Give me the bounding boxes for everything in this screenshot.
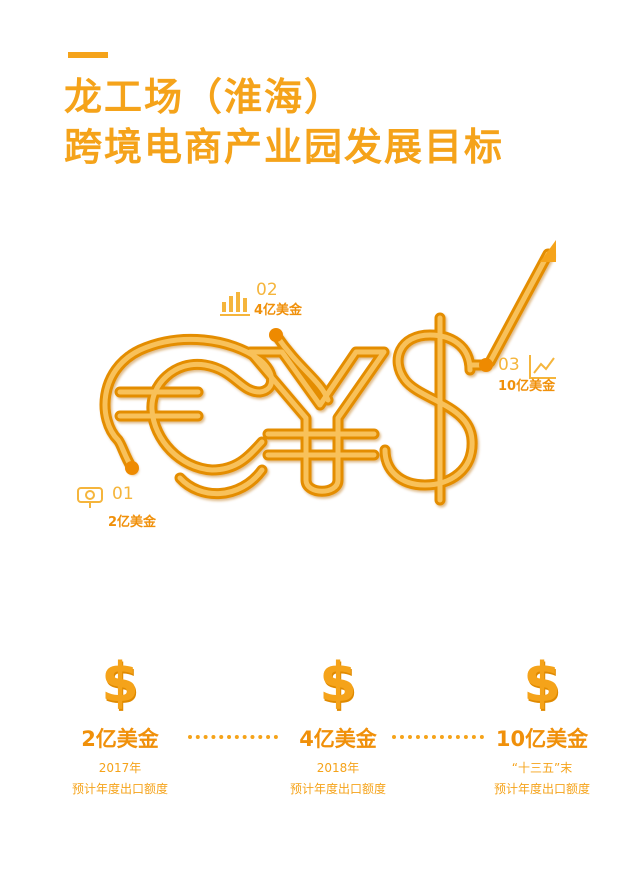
dotted-connector-2 [392,735,484,743]
target-desc: 预计年度出口额度 [493,782,590,796]
dollar-icon: $ [101,651,139,714]
page-title: 龙工场（淮海） [64,75,345,119]
dollar-icon: $ [523,651,561,714]
milestone-dot-02 [269,328,283,342]
milestone-01-value: 2亿美金 [108,515,157,530]
target-desc: 预计年度出口额度 [71,782,168,796]
trend-chart-icon [529,355,556,379]
target-amount: 2亿美金 [81,727,159,751]
bar-chart-icon [220,292,250,316]
euro-outline-path [99,333,278,476]
dollar-icon: $ [319,651,357,714]
arrow-head [540,240,556,262]
target-desc: 预计年度出口额度 [289,782,386,796]
milestone-02-value: 4亿美金 [254,303,303,318]
milestone-02-num: 02 [256,280,278,300]
title-accent-bar [68,52,108,58]
dotted-connector-1 [188,735,278,743]
target-13th-plan: $ 10亿美金 “十三五”末 预计年度出口额度 [462,655,622,797]
target-amount: 4亿美金 [299,727,377,751]
page-subtitle: 跨境电商产业园发展目标 [64,125,505,169]
target-amount: 10亿美金 [495,727,589,751]
milestone-03-value: 10亿美金 [498,379,556,394]
coin-icon [77,487,103,508]
target-year: 2017年 [98,761,142,775]
target-year: 2018年 [316,761,360,775]
milestone-dot-03 [479,358,493,372]
milestone-03-num: 03 [498,355,520,375]
target-2017: $ 2亿美金 2017年 预计年度出口额度 [40,655,200,797]
target-2018: $ 4亿美金 2018年 预计年度出口额度 [258,655,418,797]
target-year: “十三五”末 [511,761,573,775]
milestone-dot-01 [125,461,139,475]
milestone-01-num: 01 [112,484,134,504]
